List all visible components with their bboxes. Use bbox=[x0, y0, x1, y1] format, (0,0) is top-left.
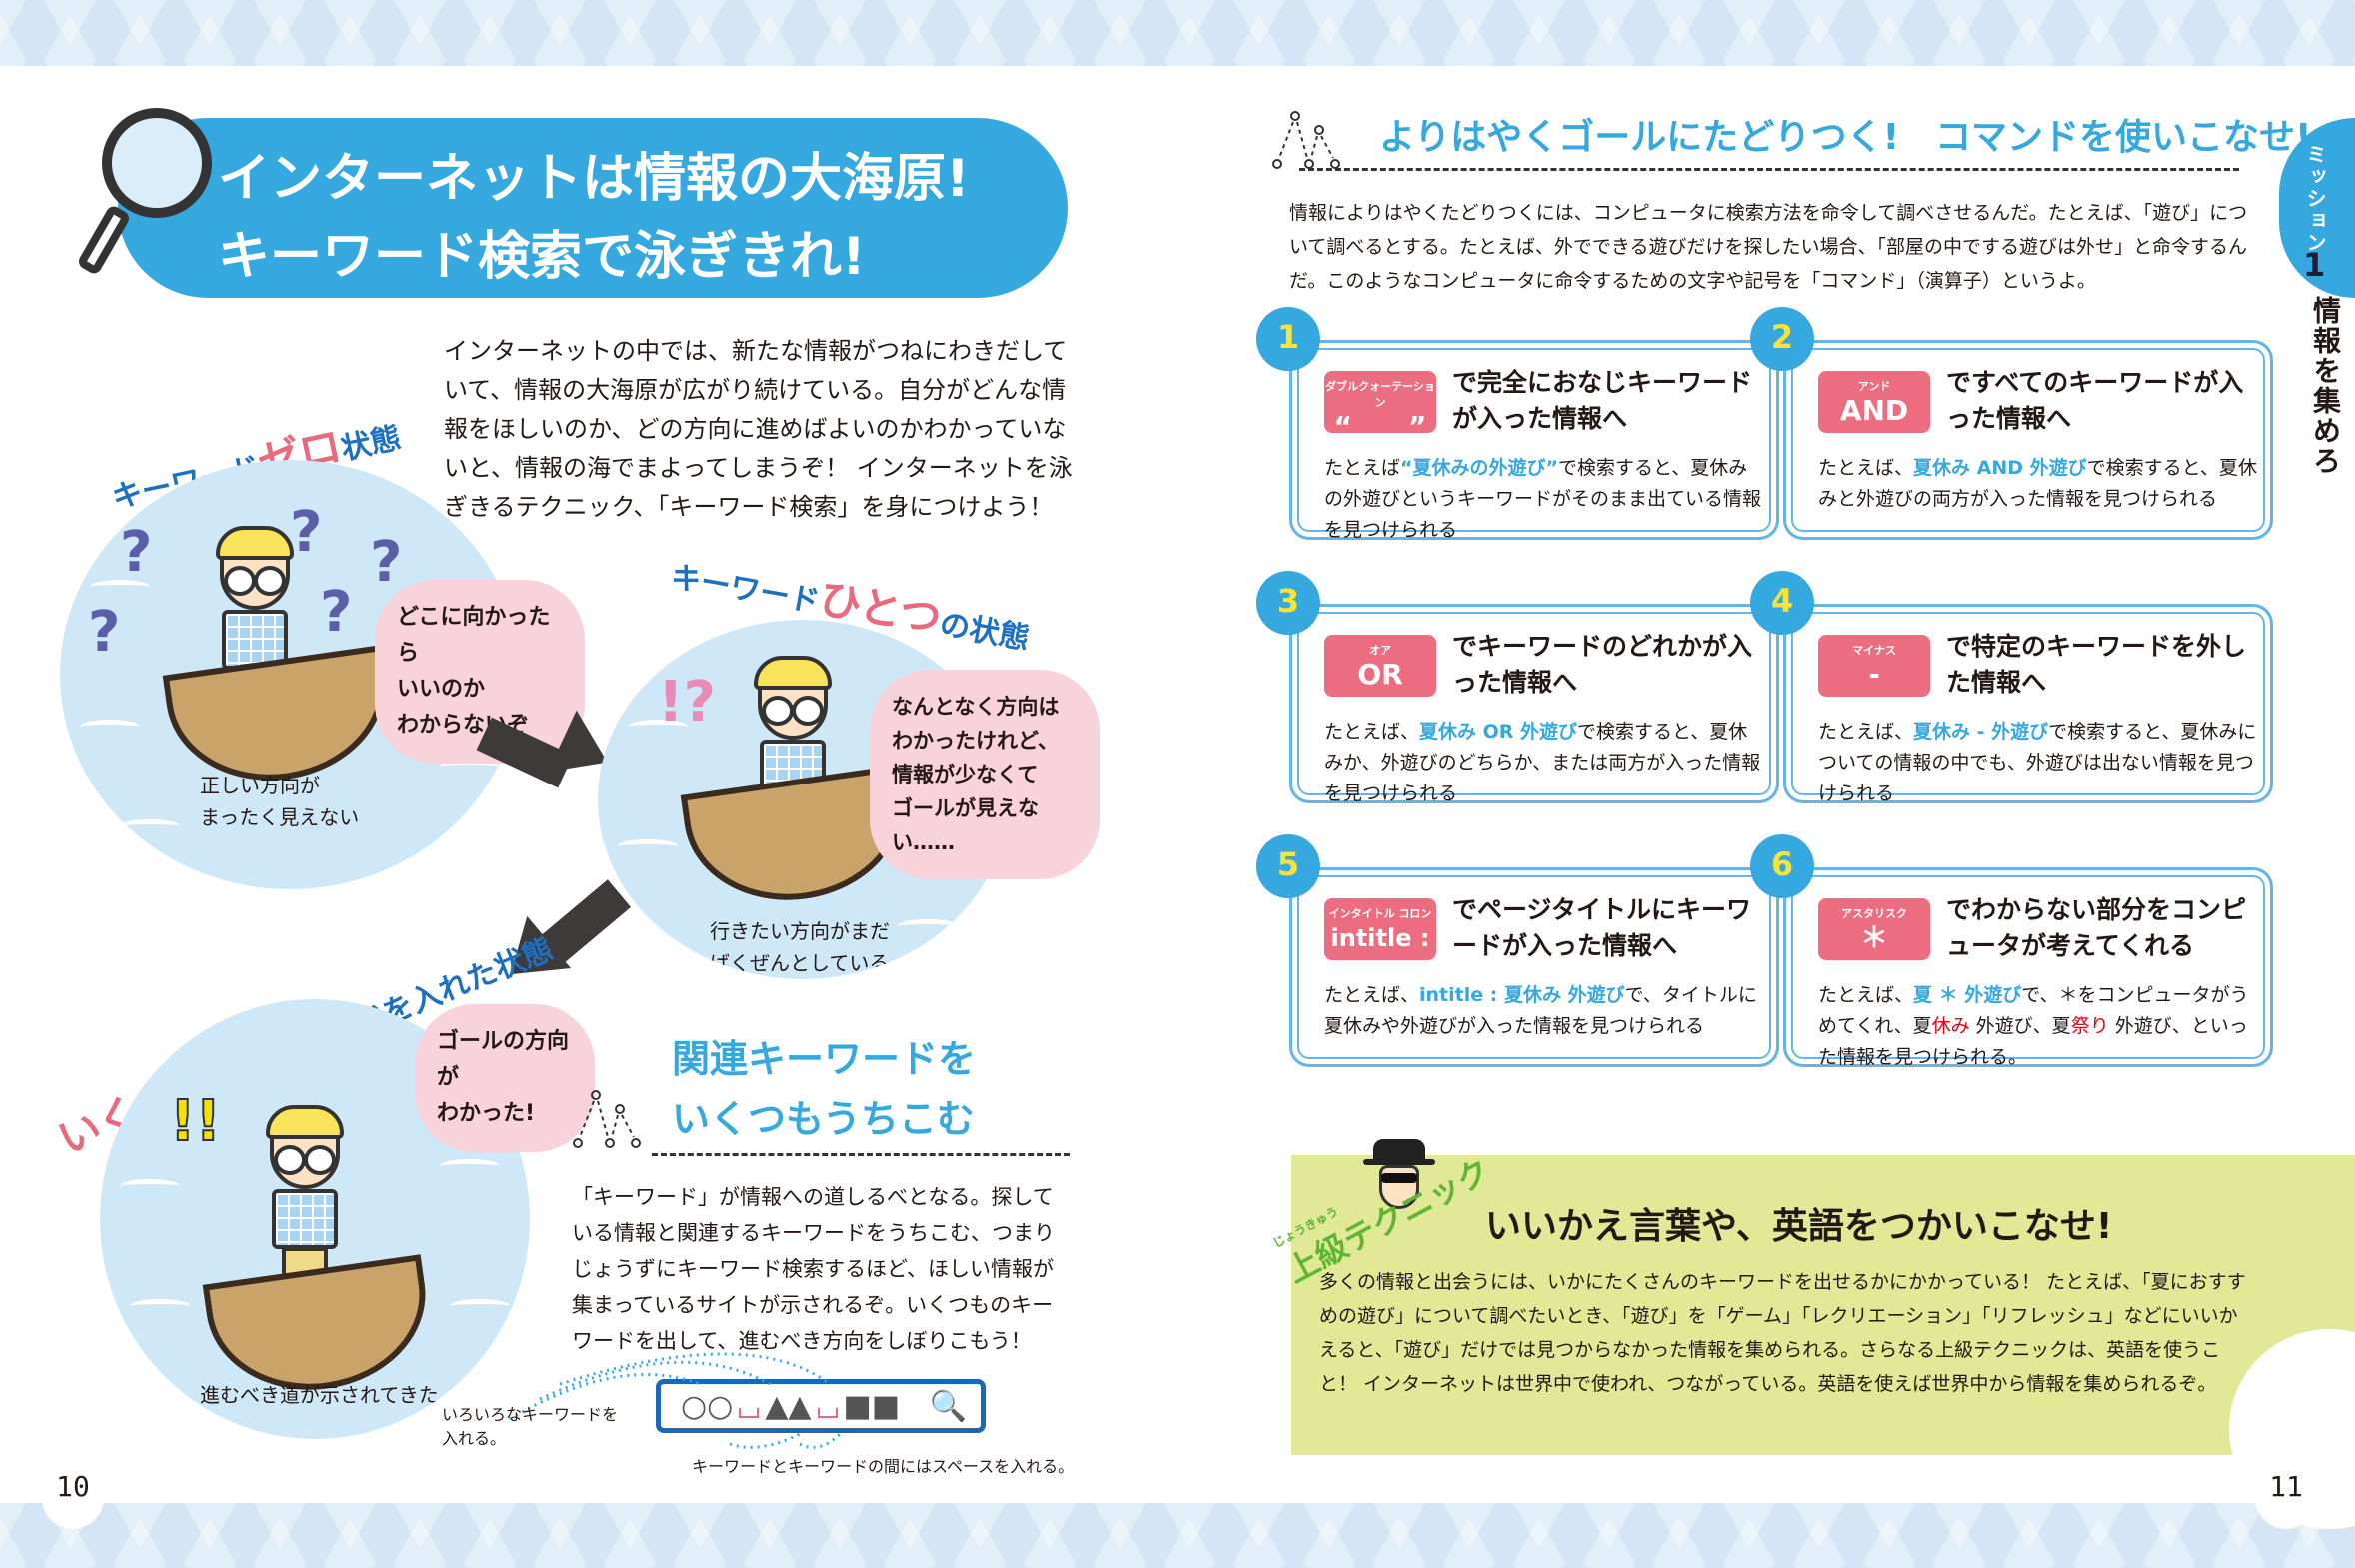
card-description: たとえば、intitle : 夏休み 外遊びで、タイトルに夏休みや外遊びが入った… bbox=[1324, 984, 1757, 1037]
magnifier-icon bbox=[102, 108, 212, 218]
command-card-asterisk: 6 アスタリスク＊ でわからない部分をコンピュータが考えてくれる たとえば、夏 … bbox=[1750, 834, 2273, 1068]
page-number-right: 11 bbox=[2255, 1467, 2317, 1529]
search-box-example: ○○ ▲▲ ■■ 🔍 bbox=[656, 1379, 986, 1433]
advanced-technique-panel bbox=[1291, 1155, 2355, 1455]
keyword-1: ○○ bbox=[681, 1388, 734, 1424]
space-marker bbox=[817, 1408, 838, 1418]
card-description: たとえば、夏 ＊ 外遊びで、＊をコンピュータがうめてくれ、夏休み 外遊び、夏祭り… bbox=[1818, 984, 2249, 1068]
note-space-between: キーワードとキーワードの間にはスペースを入れる。 bbox=[692, 1457, 1075, 1476]
scene3-caption: 進むべき道が示されてきた bbox=[200, 1383, 439, 1407]
related-keywords-heading: 関連キーワードを いくつもうちこむ bbox=[672, 1037, 977, 1141]
scene1-caption: 正しい方向が まったく見えない bbox=[200, 774, 360, 829]
advanced-heading: いいかえ言葉や、英語をつかいこなせ! bbox=[1485, 1206, 2113, 1247]
mission-number: 1 bbox=[2303, 246, 2326, 284]
related-keywords-paragraph: 「キーワード」が情報への道しるべとなる。探している情報と関連するキーワードをうち… bbox=[572, 1185, 1055, 1353]
page-title-line2: キーワード検索で泳ぎきれ! bbox=[218, 227, 866, 287]
card-number-badge: 5 bbox=[1256, 834, 1320, 898]
dashed-divider bbox=[652, 1153, 1070, 1156]
dotted-arrows bbox=[509, 1352, 842, 1449]
character-pointing bbox=[260, 1105, 350, 1287]
commands-heading: よりはやくゴールにたどりつく! コマンドを使いこなせ! bbox=[1379, 117, 2312, 158]
card-number-badge: 3 bbox=[1256, 571, 1320, 635]
scene2-speech-bubble: なんとなく方向は わかったけれど、 情報が少なくて ゴールが見えない…… bbox=[870, 670, 1100, 879]
dots-decoration-icon bbox=[573, 1090, 641, 1148]
command-card-quotes: 1 ダブルクォーテーション“ ” で完全におなじキーワードが入った情報へ たとえ… bbox=[1256, 307, 1779, 541]
card-description: たとえば、夏休み OR 外遊びで検索すると、夏休みか、外遊びのどちらか、または両… bbox=[1324, 721, 1761, 804]
exclaim-question-icon: !? bbox=[658, 670, 717, 735]
card-heading: でわからない部分をコンピュータが考えてくれる bbox=[1946, 895, 2247, 960]
operator-label: ダブルクォーテーション“ ” bbox=[1324, 371, 1436, 443]
intro-paragraph: インターネットの中では、新たな情報がつねにわきだしていて、情報の大海原が広がり続… bbox=[444, 337, 1073, 521]
page-title-banner: インターネットは情報の大海原! キーワード検索で泳ぎきれ! bbox=[118, 118, 1068, 298]
operator-label: アスタリスク＊ bbox=[1818, 898, 1930, 960]
card-number-badge: 1 bbox=[1256, 307, 1320, 371]
question-mark-icon: ? bbox=[290, 500, 323, 565]
card-number-badge: 6 bbox=[1750, 834, 1814, 898]
card-description: たとえば、夏休み AND 外遊びで検索すると、夏休みと外遊びの両方が入った情報を… bbox=[1818, 457, 2257, 510]
mission-label: ミッション bbox=[2303, 144, 2327, 254]
card-heading: で完全におなじキーワードが入った情報へ bbox=[1452, 368, 1753, 433]
card-heading: ですべてのキーワードが入った情報へ bbox=[1946, 368, 2244, 433]
detective-character-icon bbox=[1363, 1139, 1435, 1209]
card-heading: でページタイトルにキーワードが入った情報へ bbox=[1452, 895, 1752, 960]
card-heading: で特定のキーワードを外した情報へ bbox=[1946, 632, 2247, 697]
scene2-caption: 行きたい方向がまだ ばくぜんとしている bbox=[710, 919, 890, 975]
page-title-line1: インターネットは情報の大海原! bbox=[218, 149, 970, 209]
bottom-pattern-band bbox=[0, 1503, 2355, 1568]
note-various-keywords: いろいろなキーワードを 入れる。 bbox=[442, 1405, 619, 1448]
advanced-paragraph: 多くの情報と出会うには、いかにたくさんのキーワードを出せるかにかかっている！ た… bbox=[1319, 1271, 2246, 1395]
operator-label: マイナス- bbox=[1818, 635, 1930, 697]
scene1-speech-bubble: どこに向かったら いいのか わからないぞ bbox=[375, 580, 585, 764]
page-number-left: 10 bbox=[42, 1467, 104, 1529]
question-mark-icon: ? bbox=[370, 530, 403, 595]
question-mark-icon: ? bbox=[88, 600, 121, 665]
top-pattern-band bbox=[0, 0, 2355, 66]
card-description: たとえば“夏休みの外遊び”で検索すると、夏休みの外遊びというキーワードがそのまま… bbox=[1324, 457, 1762, 541]
exclaim-icon: !! bbox=[169, 1088, 222, 1155]
card-heading: でキーワードのどれかが入った情報へ bbox=[1452, 632, 1753, 697]
mission-title: 情報を集めろ bbox=[2309, 296, 2342, 476]
search-icon: 🔍 bbox=[929, 1388, 967, 1424]
commands-intro-paragraph: 情報によりはやくたどりつくには、コンピュータに検索方法を命令して調べさせるんだ。… bbox=[1289, 202, 2248, 292]
card-number-badge: 4 bbox=[1750, 571, 1814, 635]
command-card-minus: 4 マイナス- で特定のキーワードを外した情報へ たとえば、夏休み - 外遊びで… bbox=[1750, 571, 2273, 804]
card-description: たとえば、夏休み - 外遊びで検索すると、夏休みについての情報の中でも、外遊びは… bbox=[1818, 721, 2257, 804]
card-number-badge: 2 bbox=[1750, 307, 1814, 371]
dashed-divider bbox=[1299, 168, 2239, 171]
question-mark-icon: ? bbox=[320, 580, 353, 645]
keyword-3: ■■ bbox=[843, 1388, 901, 1424]
keyword-2: ▲▲ bbox=[765, 1388, 812, 1424]
space-marker bbox=[739, 1408, 760, 1418]
question-mark-icon: ? bbox=[120, 520, 153, 585]
scene3-speech-bubble: ゴールの方向が わかった! bbox=[415, 1004, 595, 1152]
dots-decoration-icon bbox=[1272, 111, 1340, 169]
